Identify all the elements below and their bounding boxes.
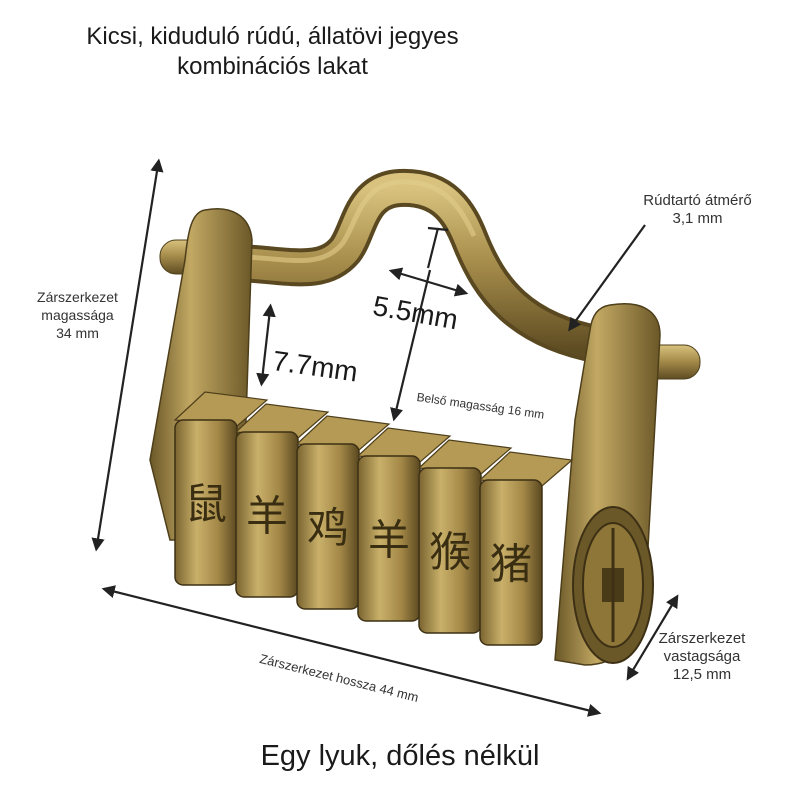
dial-glyph: 猴 [429,528,471,577]
shackle-diameter-value: 3,1 mm [672,210,723,227]
height-label-value: 34 mm [56,325,99,341]
shackle-diameter-label: Rúdtartó átmérő 3,1 mm [610,192,785,228]
dial-1[interactable]: 鼠 [173,391,269,586]
dial-2[interactable]: 羊 [234,403,330,598]
dial-glyph: 猪 [490,540,532,589]
thickness-label-value: 12,5 mm [672,666,732,683]
dial-glyph: 羊 [246,492,288,541]
page-title: Kicsi, kiduduló rúdú, állatövi jegyes ko… [0,22,545,82]
thickness-arrow [626,594,679,681]
title-line-2: kombinációs lakat [177,53,368,80]
thickness-label-line-1: Zárszerkezet [658,630,746,647]
height-label-line-2: magassága [41,307,114,323]
thickness-label-line-2: vastagsága [663,648,741,665]
gap-arrow [388,267,469,297]
title-line-1: Kicsi, kiduduló rúdú, állatövi jegyes [86,23,459,50]
dial-glyph: 鸡 [307,504,349,553]
bottom-caption: Egy lyuk, dőlés nélkül [260,740,540,772]
height-label-line-1: Zárszerkezet [37,289,118,305]
dial-glyph: 鼠 [185,480,227,529]
combination-dials: 鼠羊鸡羊猴猪 [173,391,574,646]
clearance-arrow [256,303,276,387]
thickness-label: Zárszerkezet vastagsága 12,5 mm [632,630,772,684]
length-arrow [101,585,602,717]
dial-glyph: 羊 [368,516,410,565]
shackle-diameter-line-1: Rúdtartó átmérő [643,192,752,209]
height-label: Zárszerkezet magassága 34 mm [10,288,145,342]
shackle-diameter-arrow [568,224,646,332]
height-arrow [91,158,164,552]
gap-tick [426,227,440,269]
dial-3[interactable]: 鸡 [295,415,391,610]
measurement-arrows [91,158,679,717]
